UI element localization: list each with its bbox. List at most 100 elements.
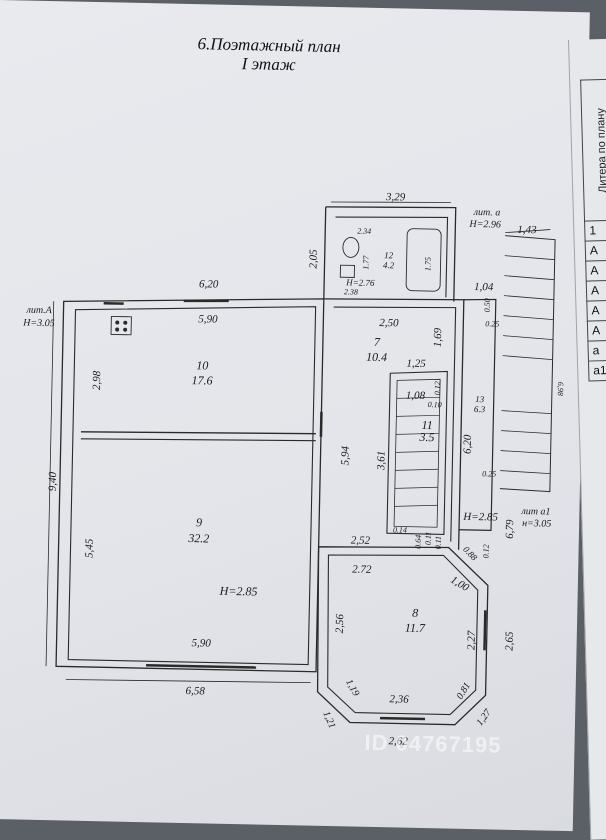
lit-a-small-label: лит. а xyxy=(473,207,501,219)
dimension-label: 5,90 xyxy=(191,637,211,649)
stove-burners xyxy=(115,320,128,332)
dimension-label: 0.12 xyxy=(481,544,490,558)
letters-table-row: а xyxy=(587,339,606,361)
dimension-label: 2,65 xyxy=(503,631,515,651)
room-12-number: 12 xyxy=(384,250,394,260)
height-hall: Н=2.85 xyxy=(462,511,498,524)
dimension-label: 3,29 xyxy=(385,191,406,203)
dimension-label: 2,27 xyxy=(465,630,477,650)
dimension-label: 0.25 xyxy=(482,469,496,478)
windows xyxy=(103,299,487,721)
dimension-label: 2,62 xyxy=(388,735,408,747)
letters-table-header: Литера по плану xyxy=(580,78,606,221)
dimension-label: 5,90 xyxy=(198,313,218,325)
room-7-number: 7 xyxy=(374,335,381,349)
letters-table-row: А xyxy=(585,259,606,281)
dimension-label: 9,40 xyxy=(47,471,59,491)
letters-table-row: а1 xyxy=(587,359,606,382)
dimension-label: 1,19 xyxy=(343,678,361,699)
bath-outer-wall xyxy=(325,206,457,302)
letters-table-row: А xyxy=(584,239,606,261)
room-9-area: 32.2 xyxy=(187,531,209,545)
partition-10-9 xyxy=(80,431,316,435)
room-8-number: 8 xyxy=(412,606,418,620)
hall-inner-wall xyxy=(333,306,457,542)
dimension-lines xyxy=(45,201,551,684)
dimension-label: 0.10 xyxy=(428,400,442,409)
dimension-label: 0.81 xyxy=(455,681,473,702)
dimension-label: 1,25 xyxy=(406,358,426,370)
room-11-number: 11 xyxy=(421,418,432,432)
sink-fixture xyxy=(339,264,355,278)
dimension-label: 6,98 xyxy=(556,382,565,396)
dimension-label: 5,94 xyxy=(339,445,351,465)
room-labels: 10 17.6 9 32.2 7 10.4 11 3.5 8 11.7 12 4… xyxy=(187,250,486,635)
dimension-label: 2.34 xyxy=(357,227,371,236)
room-10-number: 10 xyxy=(196,358,208,372)
dimension-label: 6,79 xyxy=(504,519,516,539)
dimension-label: 2,50 xyxy=(379,317,399,329)
height-main: Н=2.85 xyxy=(219,584,258,599)
stair-enclosure xyxy=(386,370,448,535)
dimension-label: 2,56 xyxy=(334,613,346,633)
letters-table-row: А xyxy=(586,299,606,321)
dimension-label: 1,21 xyxy=(320,710,337,730)
dimension-label: 0.25 xyxy=(485,319,499,328)
letters-table: Литера по плану 1 А А А А А а а1 xyxy=(580,78,606,382)
bathtub-fixture xyxy=(405,228,442,292)
dimension-label: 2,98 xyxy=(91,370,103,390)
dimension-label: 0.12 xyxy=(433,381,442,395)
veranda-wall xyxy=(458,298,497,532)
dimension-label: 0.11 xyxy=(434,536,443,550)
lit-a1-height: н=3.05 xyxy=(522,518,551,530)
toilet-fixture xyxy=(342,236,360,258)
main-outer-wall xyxy=(55,298,325,673)
floor-plan: лит.А Н=3.05 лит. а Н=2.96 лит а1 н=3.05… xyxy=(22,191,565,748)
dimension-label: 2.72 xyxy=(352,564,372,576)
dimension-label: 0.64 xyxy=(414,535,423,549)
partition-10-9-inner xyxy=(80,438,316,442)
room-12-area: 4.2 xyxy=(383,260,395,270)
lit-a-small-height: Н=2.96 xyxy=(468,219,501,231)
dimension-label: 1,69 xyxy=(432,327,444,347)
dimension-label: 1,08 xyxy=(406,390,426,402)
dimension-label: 1,00 xyxy=(448,574,471,594)
watermark: ID 04767195 xyxy=(364,729,502,758)
dimension-label: 0.50 xyxy=(483,298,492,312)
dimension-label: 6,20 xyxy=(199,278,219,290)
exterior-stair-steps xyxy=(500,255,555,475)
dimension-label: 2,52 xyxy=(351,534,371,546)
lit-a-height: Н=3.05 xyxy=(22,318,55,330)
dimension-label: 1,27 xyxy=(474,707,494,728)
room-8-inner-wall xyxy=(327,554,479,716)
dimension-label: 0.88 xyxy=(461,544,479,563)
stove-icon xyxy=(110,315,132,336)
height-bath: Н=2.76 xyxy=(345,277,375,288)
lit-a-label: лит.А xyxy=(25,305,52,317)
bath-inner-wall xyxy=(335,216,449,298)
dimension-label: 6,58 xyxy=(185,685,205,697)
stair-steps xyxy=(394,396,440,507)
main-inner-wall xyxy=(67,306,317,666)
bath-left-wall xyxy=(323,206,327,299)
dimension-label: 5,45 xyxy=(83,538,95,558)
dimension-label: 1,04 xyxy=(474,281,494,293)
document-page: 6.Поэтажный план I этаж xyxy=(0,0,590,832)
room-9-number: 9 xyxy=(196,515,202,529)
dimension-label: 2.38 xyxy=(344,287,358,296)
dimension-label: 2,05 xyxy=(307,249,319,269)
room-13-area: 6.3 xyxy=(474,404,486,414)
room-11-area: 3.5 xyxy=(418,430,434,444)
room-7-area: 10.4 xyxy=(366,350,387,364)
letters-table-row: А xyxy=(586,319,606,341)
room-10-area: 17.6 xyxy=(191,373,212,387)
room-8-outer-wall xyxy=(316,546,489,726)
dimension-label: 1.75 xyxy=(423,257,432,271)
stairs-outer xyxy=(499,235,556,493)
dimension-label: 0.11 xyxy=(424,532,433,546)
lit-a1-label: лит а1 xyxy=(520,506,550,518)
room-13-number: 13 xyxy=(475,394,485,404)
room-8-area: 11.7 xyxy=(405,621,426,635)
letters-table-row: 1 xyxy=(584,219,606,241)
dimension-labels: 3,29 1,43 2,05 6,20 2.34 1.77 1.75 2.38 … xyxy=(47,191,565,748)
